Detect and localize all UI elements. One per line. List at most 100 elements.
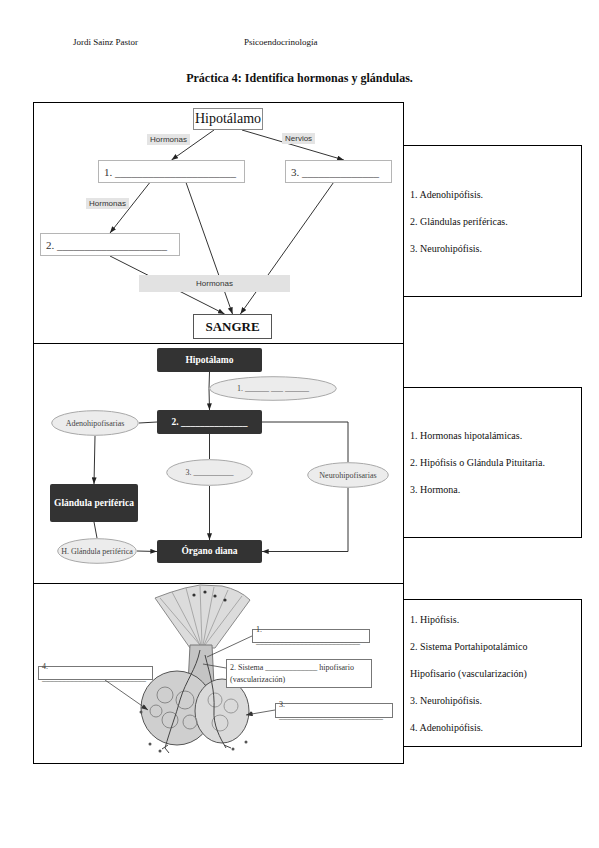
node-text: 2. ______________ <box>172 417 248 428</box>
node-text: 2. Sistema Portahipotalámico Hipofisario… <box>410 633 575 687</box>
connector <box>240 183 333 314</box>
node-text: 1. Hipófisis. <box>410 606 459 633</box>
nerve-fibers <box>155 585 250 648</box>
node-text: SANGRE <box>205 319 259 335</box>
answer-box: 1. Hipófisis.2. Sistema Portahipotalámic… <box>403 599 582 747</box>
node-text: 3. __________ <box>186 468 234 477</box>
node-text: H. Glándula periférica <box>61 547 133 556</box>
process-box: Hipotálamo <box>193 108 263 130</box>
node-text: 2. Hipófisis o Glándula Pituitaria. <box>410 449 545 476</box>
node-text: Órgano diana <box>181 546 237 557</box>
blank-box: 2. ____________________ <box>40 233 180 256</box>
vessel-end <box>149 743 152 746</box>
ellipse-shape <box>167 460 253 486</box>
node-text: 3. __________________________ <box>279 699 389 723</box>
panel-divider <box>33 583 403 584</box>
connector <box>209 486 210 540</box>
vessel-end <box>232 748 235 751</box>
blank-ellipse: 3. __________ <box>166 459 253 486</box>
panel-divider <box>33 343 403 344</box>
leader-line <box>207 636 252 657</box>
neuron-dot <box>203 590 206 593</box>
lobe-texture <box>208 693 222 707</box>
node-text: 3. Neurohipófisis. <box>410 235 482 262</box>
connector <box>186 183 232 314</box>
connector <box>209 434 210 459</box>
dark-box: Hipotálamo <box>157 348 262 372</box>
header-label: Jordi Sainz Pastor <box>73 37 138 47</box>
node-text: Hipotálamo <box>195 111 261 127</box>
answer-box: 1. Adenohipófisis.2. Glándulas periféric… <box>403 145 582 297</box>
vessel-end <box>159 750 162 753</box>
leader-line <box>203 664 226 668</box>
ellipse-shape <box>308 463 389 488</box>
hormone-band: Hormonas <box>139 275 290 292</box>
node-text: Adenohipofisarias <box>66 419 125 428</box>
dark-box: Glándula periférica <box>50 484 138 522</box>
node-text: 1. Hormonas hipotalámicas. <box>410 422 522 449</box>
vessel-end <box>140 711 143 714</box>
page-title: Práctica 4: Identifica hormonas y glándu… <box>0 71 599 86</box>
edge-label: Nervios <box>282 133 315 144</box>
blood-vessels <box>162 650 231 753</box>
callout-box: 2. Sistema _____________ hipofisario (va… <box>226 659 372 688</box>
posterior-lobe <box>195 679 249 743</box>
ellipse-shape <box>52 411 139 436</box>
node-text: 1. ______ ___ ______ <box>237 384 309 393</box>
fiber-lines <box>160 586 242 645</box>
neuron-dot <box>192 593 195 596</box>
header-label: Psicoendocrinología <box>244 37 318 47</box>
node-text: 4. Adenohipófisis. <box>410 714 483 741</box>
leader-line <box>105 680 148 710</box>
callout-box: 4. __________________________ <box>38 666 153 680</box>
node-text: 3. Hormona. <box>410 476 460 503</box>
edge-label: Hormonas <box>86 198 129 209</box>
edge-label: Hormonas <box>147 134 190 145</box>
vessel-end <box>245 741 248 744</box>
connector <box>209 389 211 411</box>
lobe-texture <box>183 715 197 729</box>
hormone-ellipse: Neurohipofisarias <box>307 462 389 488</box>
ellipse-shape <box>58 539 137 564</box>
connector <box>137 551 157 553</box>
blank-box: 3. ______________ <box>285 160 392 183</box>
node-text: 4. __________________________ <box>42 661 149 685</box>
node-text: 2. ____________________ <box>46 239 167 251</box>
neuron-dot <box>213 594 216 597</box>
node-text: 1. __________________________ <box>256 624 366 648</box>
node-text: 1. ______________________ <box>104 166 236 178</box>
ellipse-shape <box>210 377 337 401</box>
node-text: Hipotálamo <box>185 355 233 366</box>
connector <box>94 522 97 538</box>
connector <box>262 488 348 552</box>
lobe-texture <box>224 699 238 713</box>
panel-frame <box>34 103 404 764</box>
connector <box>242 130 344 160</box>
lobe-texture <box>157 687 173 703</box>
node-text: 2. Sistema _____________ hipofisario (va… <box>230 662 368 686</box>
neuron-dot <box>223 598 226 601</box>
connector <box>209 372 211 389</box>
answer-box: 1. Hormonas hipotalámicas.2. Hipófisis o… <box>403 387 582 538</box>
blank-ellipse: 1. ______ ___ ______ <box>209 376 337 401</box>
blood-box: SANGRE <box>193 314 272 339</box>
hormone-ellipse: H. Glándula periférica <box>57 538 137 564</box>
connector <box>139 422 157 423</box>
blank-box: 1. ______________________ <box>98 160 245 183</box>
node-text: Neurohipofisarias <box>319 471 376 480</box>
node-text: Glándula periférica <box>54 498 134 509</box>
dark-box: 2. ______________ <box>157 410 262 434</box>
callout-box: 1. __________________________ <box>252 629 370 643</box>
node-text: 2. Glándulas periféricas. <box>410 208 508 235</box>
dark-box: Órgano diana <box>157 540 262 563</box>
node-text: 3. ______________ <box>291 166 379 178</box>
connector <box>94 436 95 484</box>
lobe-texture <box>150 705 162 717</box>
connector <box>262 422 348 462</box>
node-text: 1. Adenohipófisis. <box>410 181 483 208</box>
callout-box: 3. __________________________ <box>275 703 393 718</box>
node-text: 3. Neurohipófisis. <box>410 687 482 714</box>
hormone-ellipse: Adenohipofisarias <box>51 410 139 436</box>
